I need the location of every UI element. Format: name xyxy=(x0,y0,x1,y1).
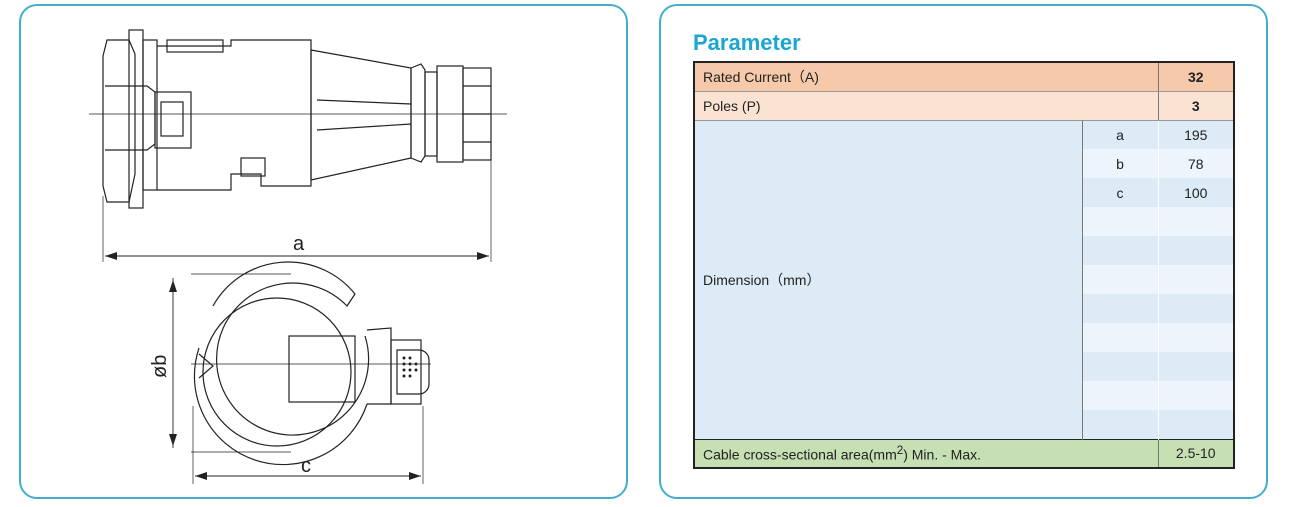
dimension-empty-row xyxy=(694,294,1234,323)
front-outer-rim xyxy=(212,261,370,436)
dimension-c-label: c xyxy=(301,455,311,477)
rated-current-label: Rated Current（A) xyxy=(694,62,1158,92)
front-flange xyxy=(102,39,136,203)
rated-current-row: Rated Current（A) 32 xyxy=(694,62,1234,92)
dimension-label: Dimension（mm） xyxy=(694,120,1083,439)
cable-value: 2.5-10 xyxy=(1157,438,1234,468)
dimension-row: Dimension（mm） a 195 xyxy=(694,120,1234,439)
dimension-value-b: 78 xyxy=(1158,149,1234,178)
dimension-empty-row xyxy=(694,410,1234,439)
dimension-row: b 78 xyxy=(694,149,1234,178)
dimension-empty-row xyxy=(694,265,1234,294)
cable-label: Cable cross-sectional area(mm2) Min. - M… xyxy=(694,438,1158,468)
flange-ring-inner xyxy=(142,39,158,191)
dimension-value-c: 100 xyxy=(1158,178,1234,207)
dimension-empty-row xyxy=(694,207,1234,236)
tapered-body xyxy=(310,49,412,181)
latch-lock xyxy=(154,91,192,149)
dimension-empty-row xyxy=(694,323,1234,352)
poles-row: Poles (P) 3 xyxy=(694,91,1234,121)
poles-value: 3 xyxy=(1157,91,1234,121)
poles-label: Poles (P) xyxy=(694,91,1158,121)
dimension-row: c 100 xyxy=(694,178,1234,207)
dimension-empty-row xyxy=(694,236,1234,265)
front-latch-arm xyxy=(366,327,392,405)
dimension-empty-row xyxy=(694,381,1234,410)
dimension-value-a: 195 xyxy=(1158,120,1234,149)
cable-row: Cable cross-sectional area(mm2) Min. - M… xyxy=(694,438,1234,468)
parameter-panel: Parameter Rated Current（A) 32 Poles (P) … xyxy=(659,4,1268,499)
dimension-a-label: a xyxy=(293,233,305,255)
drawing-panel: a øb c xyxy=(19,4,628,499)
front-latch xyxy=(105,85,156,151)
front-face xyxy=(202,297,352,447)
latch-grip-dots xyxy=(402,356,418,378)
housing-bottom-tab xyxy=(240,157,266,177)
housing-top-tab xyxy=(166,39,224,53)
front-latch-window xyxy=(288,335,356,403)
dimension-key-c: c xyxy=(1082,178,1159,207)
dimension-empty-row xyxy=(694,352,1234,381)
connector-technical-drawing: a øb c xyxy=(89,29,507,484)
dimension-key-a: a xyxy=(1082,120,1159,149)
main-housing xyxy=(157,39,312,191)
flange-ring xyxy=(128,29,144,209)
front-latch-grip xyxy=(396,349,430,395)
dimension-b-label: øb xyxy=(149,355,171,378)
rated-current-value: 32 xyxy=(1157,62,1234,92)
parameter-title: Parameter xyxy=(693,30,801,55)
parameter-table: Rated Current（A) 32 Poles (P) 3 Dimensio… xyxy=(693,61,1235,469)
front-latch-body xyxy=(390,339,422,405)
latch-window xyxy=(160,101,184,137)
dimension-key-b: b xyxy=(1082,149,1159,178)
gland-collar xyxy=(410,63,426,163)
